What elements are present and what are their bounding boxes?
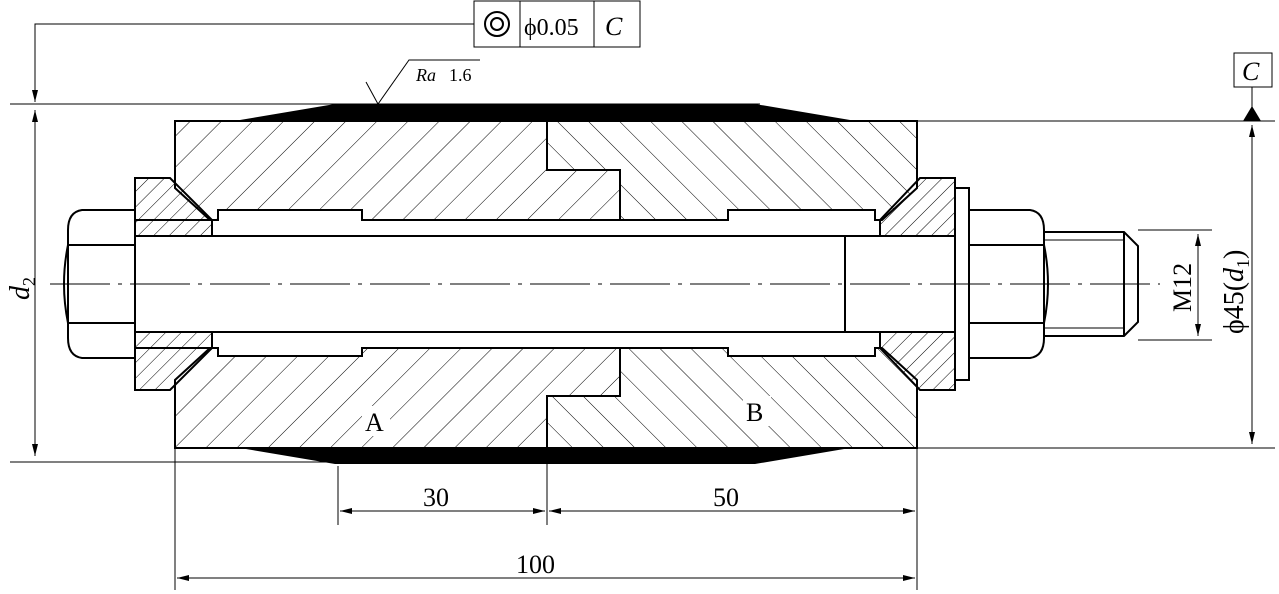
label-b-bg (743, 396, 771, 426)
datum-marker: C (1233, 52, 1273, 121)
datum-letter: C (1242, 57, 1260, 86)
dimension-overall: 100 (177, 550, 915, 581)
diam-main: d (1219, 267, 1250, 282)
dimension-thread: M12 (1168, 234, 1201, 336)
datum-triangle-icon (1243, 106, 1261, 121)
part-a-label: A (365, 408, 384, 437)
tolerance-datum: C (605, 12, 623, 41)
dimension-diameter-45: ϕ45(d1) (1219, 125, 1255, 444)
roughness-value: 1.6 (449, 65, 472, 85)
d2-main: d (5, 285, 36, 300)
diam-sub: 1 (1233, 259, 1253, 268)
thread-label: M12 (1168, 263, 1197, 312)
overall-length-value: 100 (516, 550, 555, 579)
tolerance-frame: ϕ0.05 C (473, 0, 641, 48)
diam-suffix: ) (1219, 250, 1250, 259)
svg-text:ϕ45(d1): ϕ45(d1) (1219, 250, 1253, 334)
concentricity-icon (484, 11, 510, 37)
surface-roughness: Ra 1.6 (365, 59, 480, 105)
tolerance-leader (32, 23, 474, 102)
dimension-d2: d2 (5, 110, 39, 456)
part-b-label: B (746, 398, 763, 427)
dimension-left-segment: 30 (340, 483, 545, 514)
tolerance-value: ϕ0.05 (524, 15, 579, 41)
label-a-bg (362, 406, 390, 436)
dimension-right-segment: 50 (549, 483, 915, 514)
left-conical-nut (134, 177, 213, 391)
roughness-prefix: Ra (415, 65, 436, 85)
diam-prefix: ϕ45( (1219, 282, 1250, 334)
right-segment-value: 50 (713, 483, 739, 512)
coating-bands (240, 104, 850, 464)
d2-sub: 2 (19, 277, 39, 286)
left-segment-value: 30 (423, 483, 449, 512)
svg-text:d2: d2 (5, 277, 39, 300)
part-b-lower (546, 347, 918, 449)
part-b-upper (546, 120, 918, 221)
